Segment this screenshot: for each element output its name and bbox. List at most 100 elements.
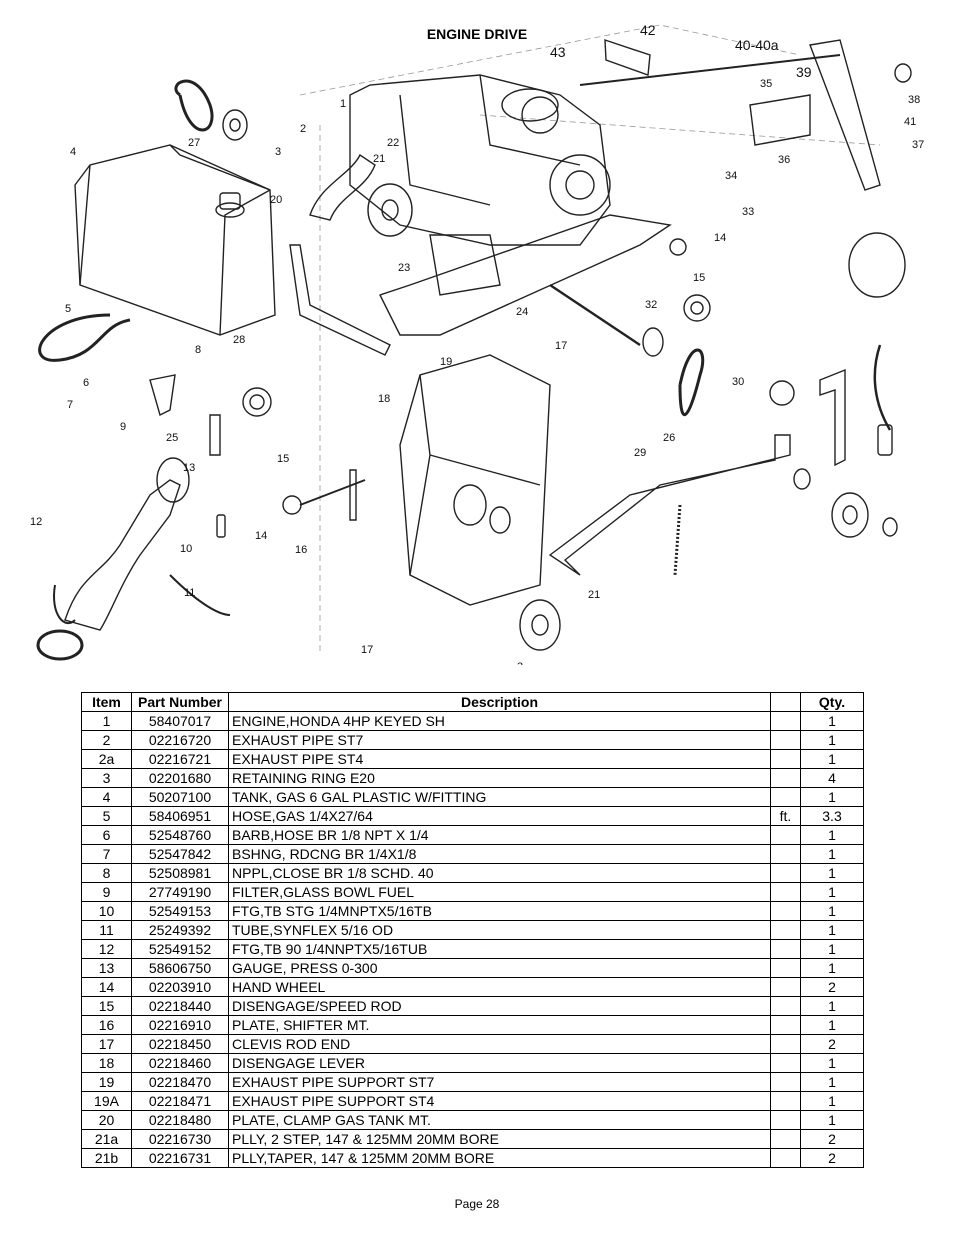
cell-part-number: 02218460: [131, 1053, 229, 1073]
cell-description: TANK, GAS 6 GAL PLASTIC W/FITTING: [228, 787, 771, 807]
cell-unit: [770, 1072, 801, 1092]
cell-qty: 1: [800, 711, 864, 731]
callout-label: 15: [693, 272, 705, 284]
callout-label: 33: [742, 206, 754, 218]
cell-description: PLATE, CLAMP GAS TANK MT.: [228, 1110, 771, 1130]
cell-part-number: 02216730: [131, 1129, 229, 1149]
cell-unit: [770, 1034, 801, 1054]
callout-label: 12: [30, 516, 42, 528]
cell-qty: 2: [800, 1129, 864, 1149]
header-qty: Qty.: [800, 692, 864, 712]
cell-part-number: 02201680: [131, 768, 229, 788]
cell-description: PLLY,TAPER, 147 & 125MM 20MM BORE: [228, 1148, 771, 1168]
cell-qty: 4: [800, 768, 864, 788]
callout-label: 41: [904, 116, 916, 128]
cell-qty: 1: [800, 882, 864, 902]
cell-part-number: 58406951: [131, 806, 229, 826]
cell-unit: [770, 977, 801, 997]
cell-qty: 1: [800, 844, 864, 864]
callout-label: 24: [516, 306, 528, 318]
cell-qty: 1: [800, 787, 864, 807]
cell-item: 21b: [81, 1148, 132, 1168]
cell-item: 19: [81, 1072, 132, 1092]
cell-part-number: 02216720: [131, 730, 229, 750]
callout-label: 40-40a: [735, 37, 779, 53]
cell-description: EXHAUST PIPE ST7: [228, 730, 771, 750]
cell-qty: 1: [800, 825, 864, 845]
callout-label: 43: [550, 44, 566, 60]
cell-description: FTG,TB STG 1/4MNPTX5/16TB: [228, 901, 771, 921]
cell-part-number: 52547842: [131, 844, 229, 864]
cell-qty: 1: [800, 749, 864, 769]
cell-item: 15: [81, 996, 132, 1016]
cell-qty: 1: [800, 939, 864, 959]
callout-label: 5: [65, 303, 71, 315]
cell-item: 4: [81, 787, 132, 807]
callout-label: 4: [70, 146, 76, 158]
cell-part-number: 02216910: [131, 1015, 229, 1035]
callout-label: 25: [166, 432, 178, 444]
callout-label: 1: [340, 98, 346, 110]
callout-label: 13: [183, 462, 195, 474]
cell-unit: [770, 1110, 801, 1130]
cell-part-number: 25249392: [131, 920, 229, 940]
cell-unit: [770, 787, 801, 807]
cell-unit: [770, 1015, 801, 1035]
cell-item: 17: [81, 1034, 132, 1054]
cell-description: PLLY, 2 STEP, 147 & 125MM 20MM BORE: [228, 1129, 771, 1149]
cell-qty: 1: [800, 996, 864, 1016]
callout-label: 8: [195, 344, 201, 356]
cell-description: HAND WHEEL: [228, 977, 771, 997]
cell-part-number: 50207100: [131, 787, 229, 807]
callout-label: 18: [378, 393, 390, 405]
cell-unit: [770, 996, 801, 1016]
cell-description: DISENGAGE/SPEED ROD: [228, 996, 771, 1016]
cell-part-number: 27749190: [131, 882, 229, 902]
cell-description: EXHAUST PIPE SUPPORT ST4: [228, 1091, 771, 1111]
cell-part-number: 02216721: [131, 749, 229, 769]
callout-label: 19: [440, 356, 452, 368]
callout-label: 34: [725, 170, 737, 182]
cell-part-number: 02218450: [131, 1034, 229, 1054]
cell-qty: 1: [800, 1091, 864, 1111]
header-unit: [770, 692, 801, 712]
cell-item: 9: [81, 882, 132, 902]
callout-label: 27: [188, 137, 200, 149]
cell-part-number: 02218470: [131, 1072, 229, 1092]
exploded-parts-diagram: 43 42 40-40a 39 35 38 41 37 36 34 33 14 …: [30, 22, 924, 665]
cell-item: 18: [81, 1053, 132, 1073]
cell-item: 19A: [81, 1091, 132, 1111]
cell-item: 20: [81, 1110, 132, 1130]
cell-unit: [770, 958, 801, 978]
gearbox: [399, 354, 551, 606]
callout-label: 39: [796, 64, 812, 80]
cell-item: 6: [81, 825, 132, 845]
cell-description: NPPL,CLOSE BR 1/8 SCHD. 40: [228, 863, 771, 883]
cell-qty: 1: [800, 920, 864, 940]
callout-label: 42: [640, 22, 656, 38]
cell-item: 14: [81, 977, 132, 997]
cell-unit: [770, 749, 801, 769]
callout-label: 38: [908, 94, 920, 106]
cell-unit: [770, 901, 801, 921]
cell-unit: [770, 711, 801, 731]
callout-label: 3: [517, 661, 523, 665]
cell-item: 3: [81, 768, 132, 788]
callout-label: 17: [555, 340, 567, 352]
cell-unit: [770, 1091, 801, 1111]
